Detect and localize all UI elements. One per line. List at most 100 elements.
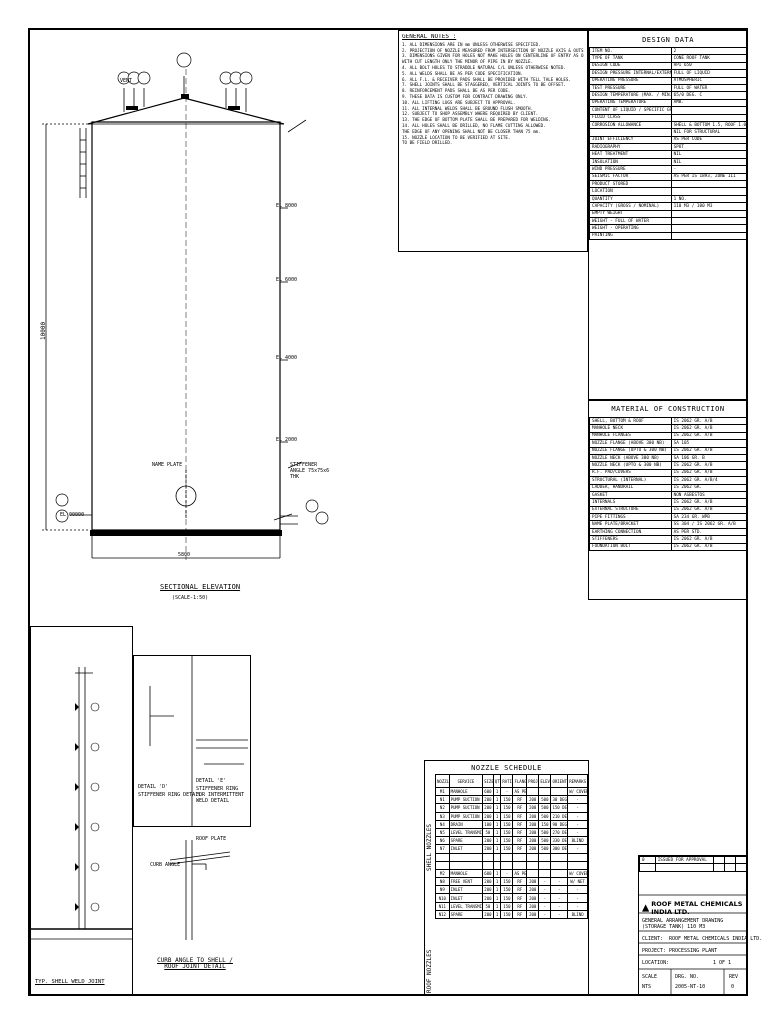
moc-row-cell: SA 106 GR. B xyxy=(670,453,748,463)
nozzle-cell: 500 xyxy=(538,844,552,854)
nozzle-cell: 1 xyxy=(492,836,502,846)
detail-d-label: DETAIL 'D' xyxy=(138,784,169,790)
detail-e-label: DETAIL 'E' xyxy=(196,778,227,784)
nozzle-cell: 1 xyxy=(492,844,502,854)
design-data-row-cell xyxy=(670,231,748,241)
nozzle-cell: PUMP SUCTION xyxy=(448,811,484,821)
moc-row-cell: NON ASBESTOS xyxy=(670,490,748,500)
project-name: PROCESSING PLANT xyxy=(669,948,718,954)
note-line: 14. ALL HOLES SHALL BE DRILLED, NO FLAME… xyxy=(402,122,546,128)
note-line: THE EDGE OF ANY OPENING SHALL NOT BE CLO… xyxy=(402,128,541,134)
nozzle-cell: 150 xyxy=(500,844,514,854)
nozzle-cell: 1 xyxy=(492,868,502,879)
moc-row: NOZZLE FLANGE (UPTO & 300 NB)IS 2062 GR.… xyxy=(589,446,748,455)
nozzle-header-cell: PROJ. xyxy=(526,774,540,788)
shell-weld-title: TYP. SHELL WELD JOINT xyxy=(35,979,105,985)
nozzle-cell: 600 xyxy=(482,868,494,879)
design-data-row: WEIGHT - OPERATING xyxy=(589,224,748,233)
moc-row-cell: EXTERNAL STRUCTURE xyxy=(589,505,672,515)
nozzle-table: NOZZLE MARKSERVICESIZEQTYRATINGFLANGEPRO… xyxy=(435,774,588,920)
moc-row-cell: IS 2062 GR. A/B xyxy=(670,498,748,507)
nozzle-cell: 270 DEG xyxy=(550,827,569,838)
design-data-row-cell: AS PER CODE xyxy=(670,135,748,145)
nozzle-cell: 200 xyxy=(482,836,494,846)
design-data-row-cell: OPERATING PRESSURE xyxy=(589,76,672,85)
nozzle-cell: 1 xyxy=(492,909,502,920)
project-label: PROJECT: xyxy=(642,948,667,954)
design-data-row: DESIGN TEMPERATURE (MAX. / MIN.)65/0 DEG… xyxy=(589,91,748,100)
moc-title: MATERIAL OF CONSTRUCTION xyxy=(611,405,725,413)
moc-row-cell: SHELL, BOTTOM & ROOF xyxy=(589,416,672,426)
moc-row-cell: FOUNDATION BOLT xyxy=(589,542,672,552)
note-line: 13. THE EDGE OF BOTTOM PLATE SHALL BE PR… xyxy=(402,117,551,123)
moc-row: NOZZLE FLANGE (ABOVE 300 NB)SA 105 xyxy=(589,439,748,448)
nozzle-cell: W/ COVER xyxy=(567,868,588,879)
nozzle-cell: 200 xyxy=(482,844,494,854)
general-notes: GENERAL NOTES : 1. ALL DIMENSIONS ARE IN… xyxy=(398,30,588,252)
nozzle-cell: 1 xyxy=(492,811,502,821)
nozzle-cell xyxy=(550,868,569,879)
nozzle-cell: 200 xyxy=(526,803,540,813)
nozzle-cell: PUMP SUCTION xyxy=(448,803,484,813)
revision-table: 0 ISSUED FOR APPROVAL xyxy=(639,855,747,872)
nozzle-cell: N4 xyxy=(435,819,450,829)
moc-row-cell: IS 2062 GR. A/B xyxy=(670,535,748,544)
nozzle-cell: 200 xyxy=(526,901,540,911)
design-data-row-cell xyxy=(670,180,748,189)
nozzle-cell: - xyxy=(550,885,569,895)
nozzle-cell: 150 xyxy=(538,819,552,829)
company-name: ROOF METAL CHEMICALS INDIA LTD. xyxy=(651,900,743,916)
design-data-row: FLUID CLASS xyxy=(589,113,748,122)
design-data-row-cell: DESIGN TEMPERATURE (MAX. / MIN.) xyxy=(589,91,672,100)
nozzle-cell: MANHOLE xyxy=(448,868,484,879)
moc-row-cell: STRUCTURAL (INTERNAL) xyxy=(589,476,672,485)
nozzle-cell: FREE VENT xyxy=(448,877,484,887)
design-data-row-cell: ITEM NO. xyxy=(589,46,672,56)
moc-row-cell: IS 2062 GR. A/B xyxy=(670,431,748,441)
moc-row-cell: IS 2062 GR. A/B xyxy=(670,542,748,552)
nozzle-cell: - xyxy=(567,819,588,829)
design-data-row-cell: TYPE OF TANK xyxy=(589,54,672,63)
nozzle-cell: 1 xyxy=(492,819,502,829)
design-data-row-cell: FULL OF LIQUID xyxy=(670,69,748,78)
moc-row-cell: EARTHING CONNECTION xyxy=(589,527,672,537)
design-data-row: CAPACITY (GROSS / NOMINAL)110 M3 / 100 M… xyxy=(589,202,748,211)
moc-row-cell: NOZZLE FLANGE (ABOVE 300 NB) xyxy=(589,439,672,448)
nozzle-cell: 30 DEG xyxy=(550,795,569,805)
design-data-row-cell xyxy=(670,216,748,226)
nozzle-cell: 150 xyxy=(500,877,514,887)
moc-row-cell: LADDER, HANDRAIL xyxy=(589,483,672,492)
moc-row-cell: NOZZLE NECK (UPTO & 300 NB) xyxy=(589,461,672,470)
design-data-row-cell: RADIOGRAPHY xyxy=(589,143,672,152)
nozzle-header-cell: ELEV. xyxy=(538,774,552,788)
sectional-elevation-drawing xyxy=(42,52,329,560)
location-label: LOCATION: xyxy=(642,960,670,966)
nozzle-cell: - xyxy=(538,885,552,895)
design-data-row-cell: NIL FOR STRUCTURAL xyxy=(670,128,748,137)
design-data-row-cell: PRODUCT STORED xyxy=(589,180,672,189)
nozzle-cell: 1 xyxy=(492,786,502,797)
nozzle-cell: 330 DEG xyxy=(550,836,569,846)
nozzle-cell: BLIND xyxy=(567,909,588,920)
nozzle-header-cell: QTY xyxy=(492,774,502,788)
moc-row-cell: SS 304 / IS 2062 GR. A/B xyxy=(670,520,748,529)
level-label: EL 00000 xyxy=(60,512,85,518)
nozzle-cell: 150 xyxy=(500,811,514,821)
design-data-row-cell: LOCATION xyxy=(589,187,672,196)
design-data-row-cell: OPERATING TEMPERATURE xyxy=(589,98,672,108)
nozzle-cell: 600 xyxy=(482,786,494,797)
nozzle-cell: RF xyxy=(512,795,528,805)
nozzle-cell: 200 xyxy=(526,877,540,887)
design-data-row-cell xyxy=(670,209,748,219)
nozzle-cell: 150 xyxy=(500,909,514,920)
